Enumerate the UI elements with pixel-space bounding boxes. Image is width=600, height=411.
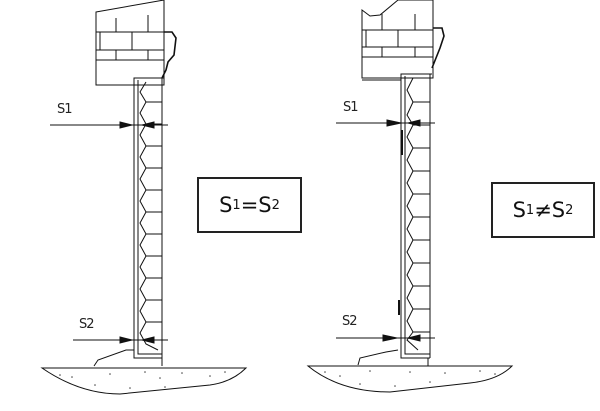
formula-sub1: 1: [525, 202, 535, 218]
formula-s: S: [551, 198, 566, 222]
formula-operator: ≠: [534, 198, 552, 222]
ground-texture: [59, 370, 496, 389]
formula-sub2: 2: [565, 202, 574, 218]
formula-sub2: 2: [271, 197, 280, 213]
formula-s: S: [512, 198, 526, 222]
formula-s: S: [258, 193, 272, 217]
right-label-s2: S2: [342, 314, 358, 329]
right-label-s1: S1: [343, 100, 359, 115]
left-wall-assembly: [40, 0, 248, 395]
right-wall-assembly: [306, 0, 514, 393]
left-label-s2: S2: [79, 317, 95, 332]
formula-operator: =: [240, 193, 259, 217]
formula-sub1: 1: [232, 197, 241, 213]
left-label-s1: S1: [57, 102, 73, 117]
formula-s: S: [219, 193, 233, 217]
